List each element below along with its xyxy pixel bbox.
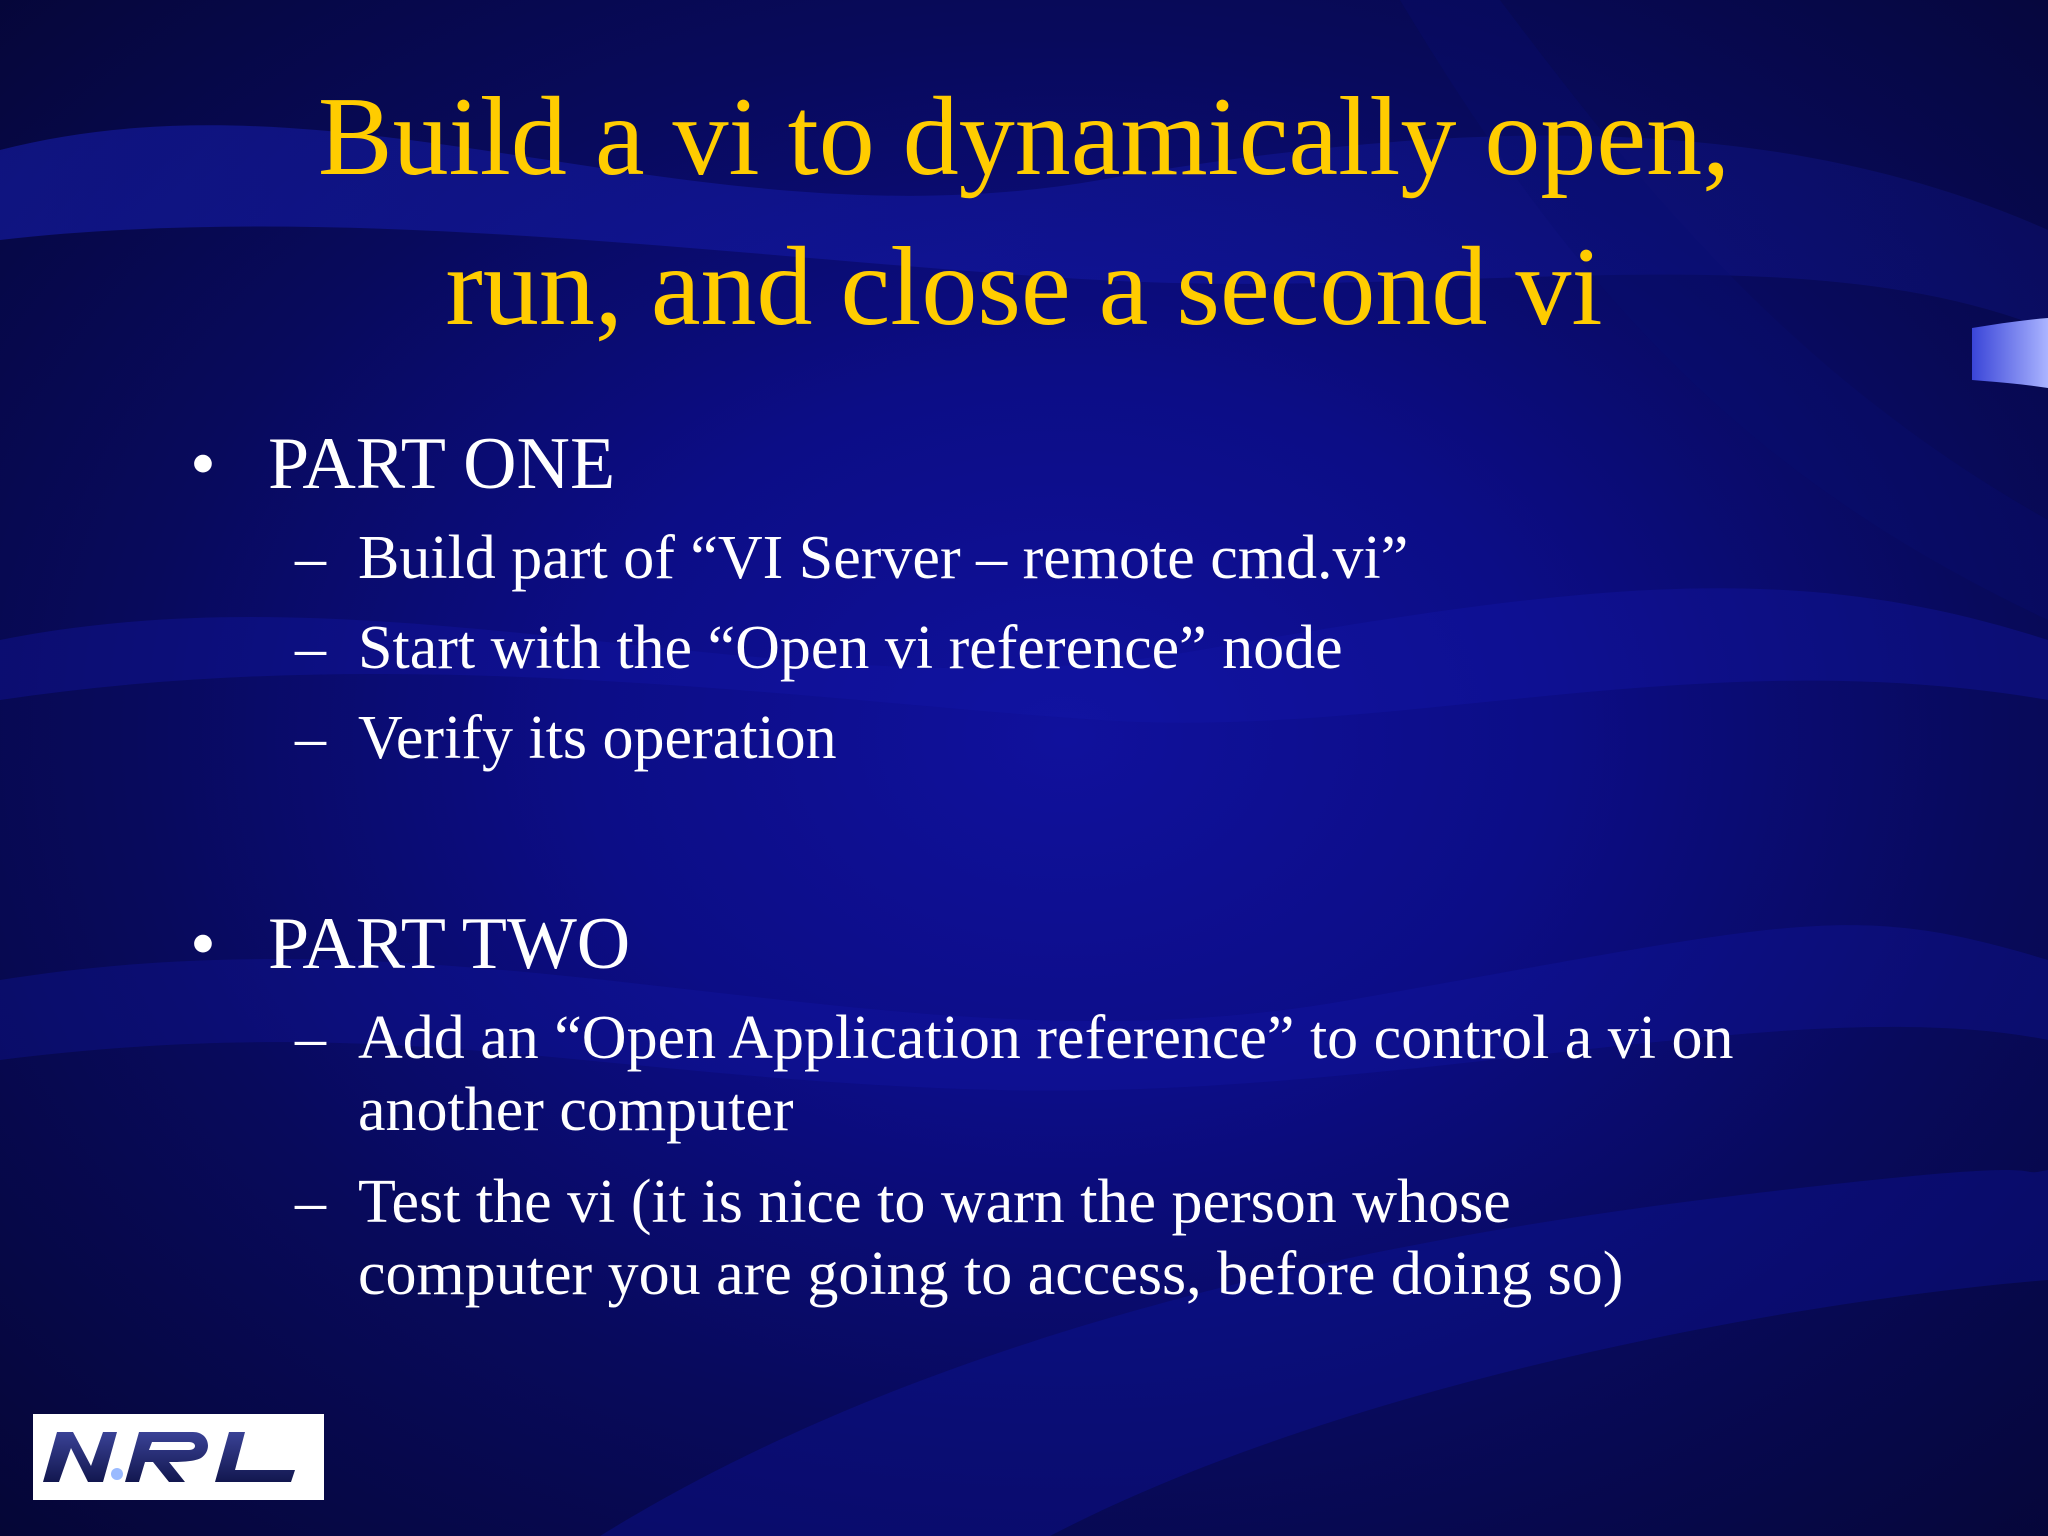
sub-dash: –	[295, 614, 326, 682]
sub-item-line: computer you are going to access, before…	[358, 1240, 1624, 1308]
sub-item-text: Verify its operation	[358, 702, 837, 774]
sub-item-text: Add an “Open Application reference” to c…	[358, 1002, 1734, 1146]
bullet-dot: •	[190, 423, 216, 505]
sub-item-text: Build part of “VI Server – remote cmd.vi…	[358, 522, 1408, 594]
sub-dash: –	[295, 1168, 326, 1236]
slide-title: Build a vi to dynamically open, run, and…	[0, 62, 2048, 362]
sub-item-line: Verify its operation	[358, 704, 837, 772]
sub-item-line: Build part of “VI Server – remote cmd.vi…	[358, 524, 1409, 592]
bullet-dot: •	[190, 903, 216, 985]
sub-item-line: Add an “Open Application reference” to c…	[358, 1004, 1734, 1072]
sub-item-line: Start with the “Open vi reference” node	[358, 614, 1343, 682]
title-line-1: Build a vi to dynamically open,	[317, 75, 1731, 199]
nrl-logo	[33, 1414, 324, 1500]
sub-item-text: Test the vi (it is nice to warn the pers…	[358, 1166, 1623, 1310]
sub-item-line: another computer	[358, 1076, 794, 1144]
sub-dash: –	[295, 704, 326, 772]
title-line-2: run, and close a second vi	[445, 225, 1603, 349]
side-tab-decoration	[1972, 318, 2048, 388]
bullet-heading-part-one: PART ONE	[268, 423, 616, 505]
sub-item-text: Start with the “Open vi reference” node	[358, 612, 1343, 684]
sub-dash: –	[295, 1004, 326, 1072]
sub-dash: –	[295, 524, 326, 592]
nrl-logo-icon	[43, 1432, 295, 1482]
sub-item-line: Test the vi (it is nice to warn the pers…	[358, 1168, 1511, 1236]
bullet-heading-part-two: PART TWO	[268, 903, 631, 985]
